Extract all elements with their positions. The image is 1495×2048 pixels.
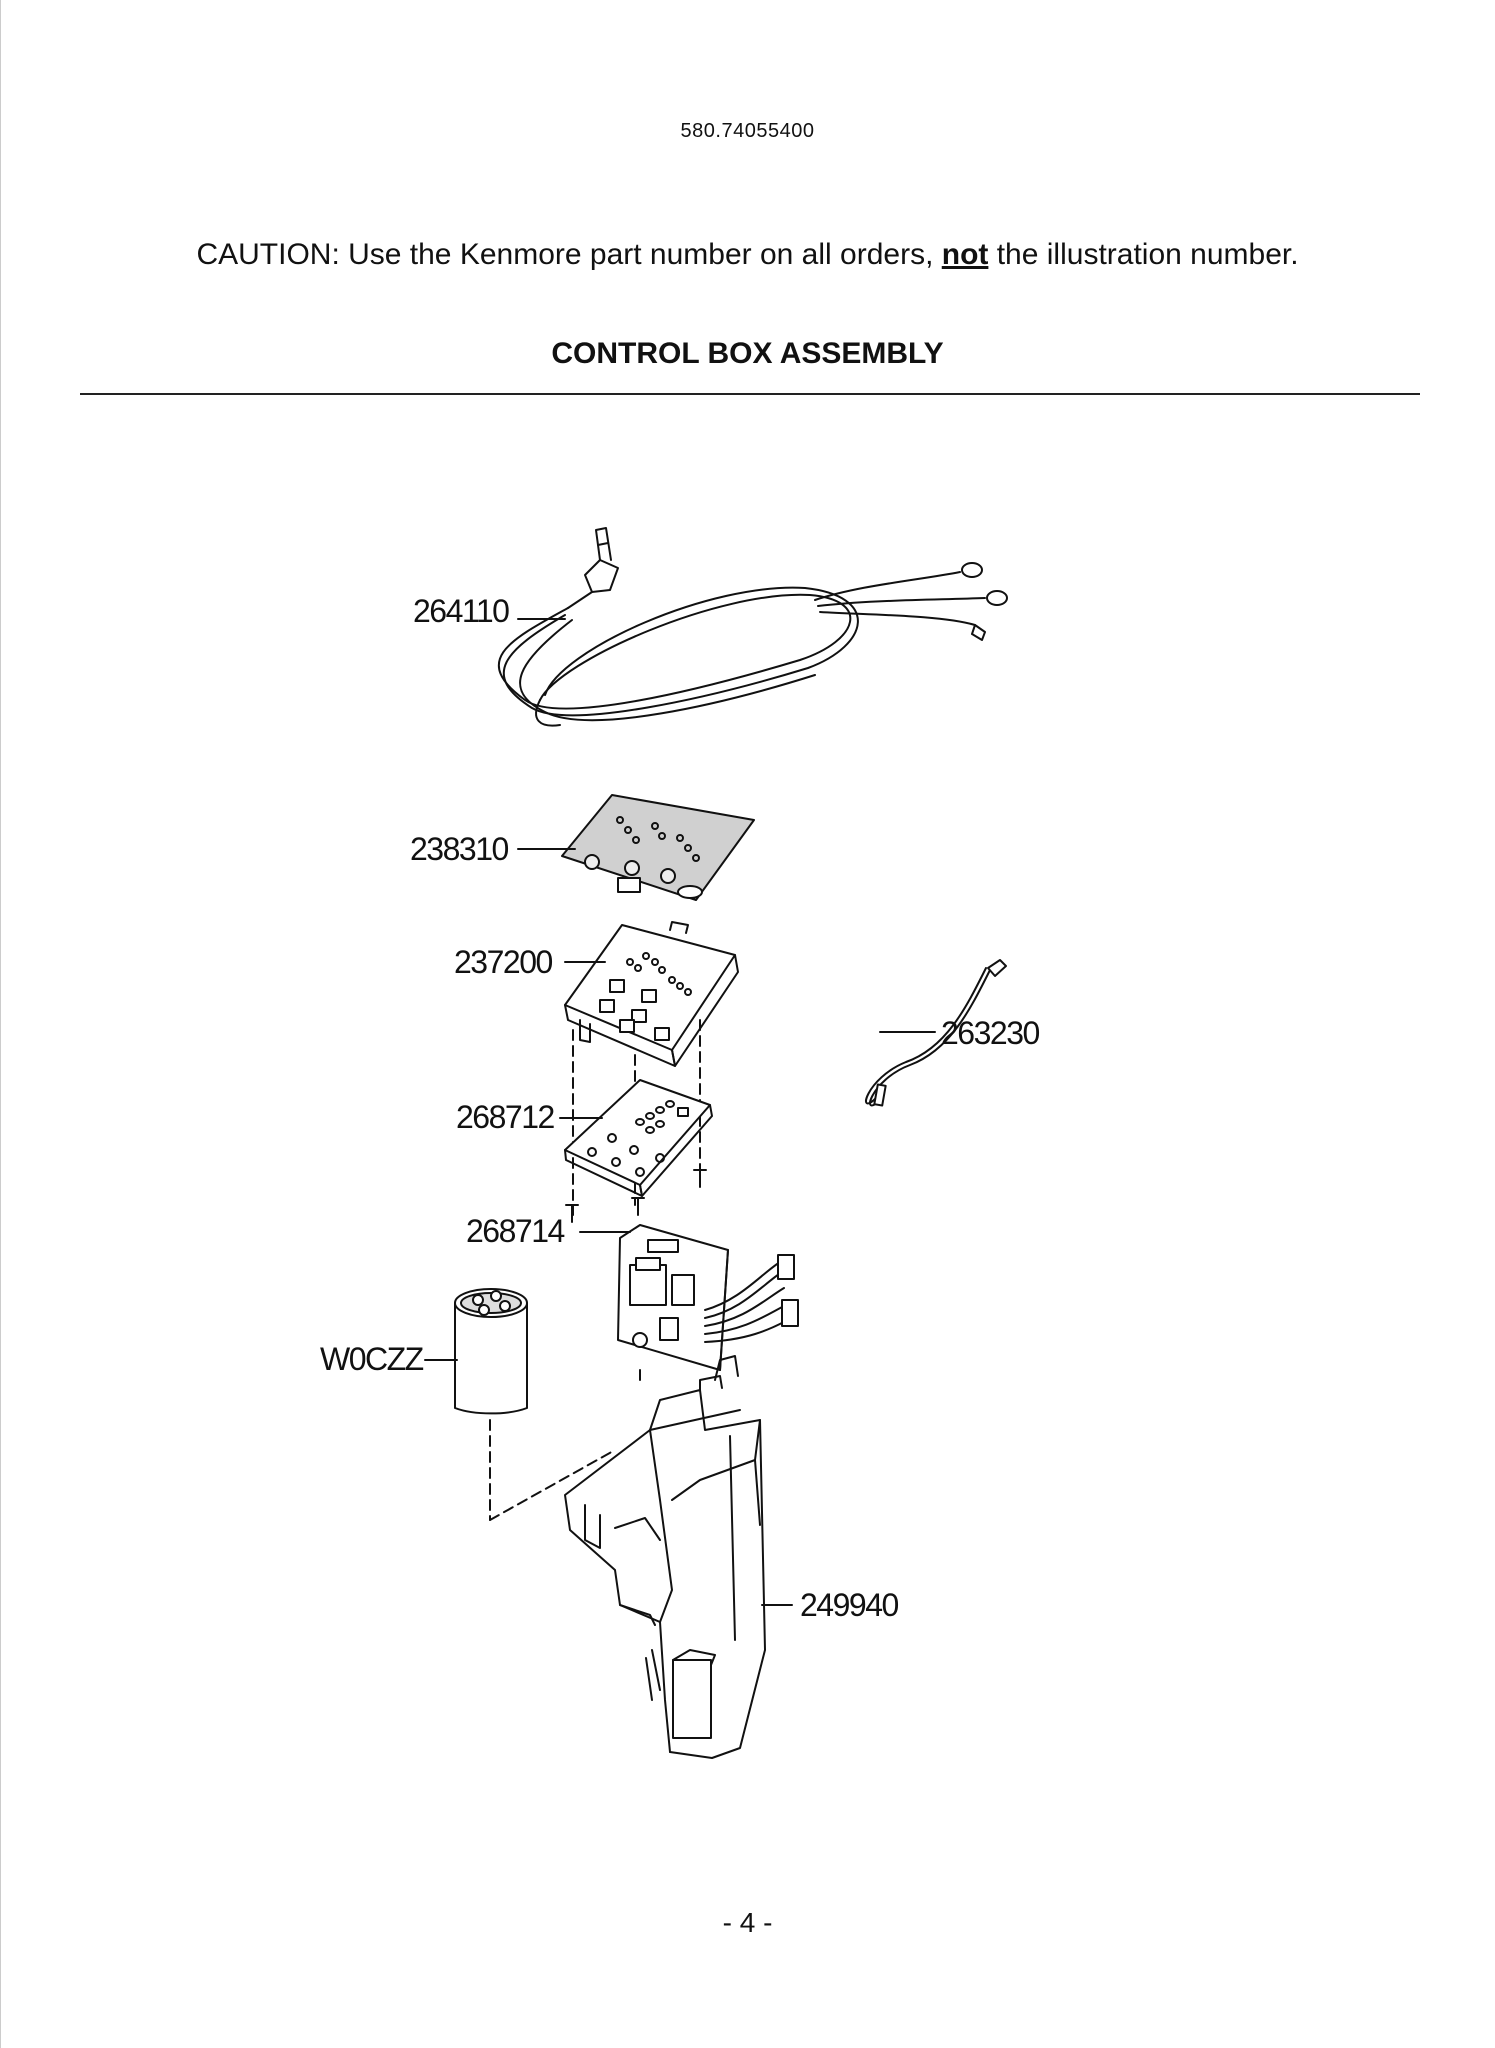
callout-W0CZZ: W0CZZ — [320, 1341, 424, 1377]
exploded-diagram: 264110 238310 — [320, 527, 1041, 1759]
wire-harness-drawing — [865, 959, 1007, 1107]
led-pcb-drawing — [564, 1079, 713, 1223]
callout-268714: 268714 — [466, 1213, 564, 1249]
page-edge — [0, 0, 1, 2048]
control-panel-sheet-drawing — [561, 794, 755, 901]
alignment-lines-capacitor — [489, 1369, 641, 1521]
callout-263230: 263230 — [941, 1015, 1039, 1051]
callout-238310: 238310 — [410, 831, 508, 867]
caution-prefix: CAUTION: Use the Kenmore part number on … — [196, 238, 942, 271]
callout-249940: 249940 — [800, 1587, 898, 1623]
callout-264110: 264110 — [413, 593, 509, 629]
callout-237200: 237200 — [454, 944, 552, 980]
caution-suffix: the illustration number. — [988, 238, 1299, 271]
title-divider — [80, 393, 1420, 395]
caution-notice: CAUTION: Use the Kenmore part number on … — [0, 238, 1495, 272]
callout-268712: 268712 — [456, 1099, 554, 1135]
caution-emphasis: not — [941, 238, 989, 271]
capacitor-drawing — [454, 1288, 528, 1415]
control-cover-drawing — [564, 921, 739, 1067]
section-title: CONTROL BOX ASSEMBLY — [551, 337, 944, 370]
page-number: - 4 - — [722, 1907, 773, 1938]
power-cord-drawing — [497, 527, 1008, 727]
main-pcb-drawing — [617, 1224, 799, 1371]
control-box-drawing — [564, 1355, 766, 1759]
model-number: 580.74055400 — [680, 120, 815, 142]
